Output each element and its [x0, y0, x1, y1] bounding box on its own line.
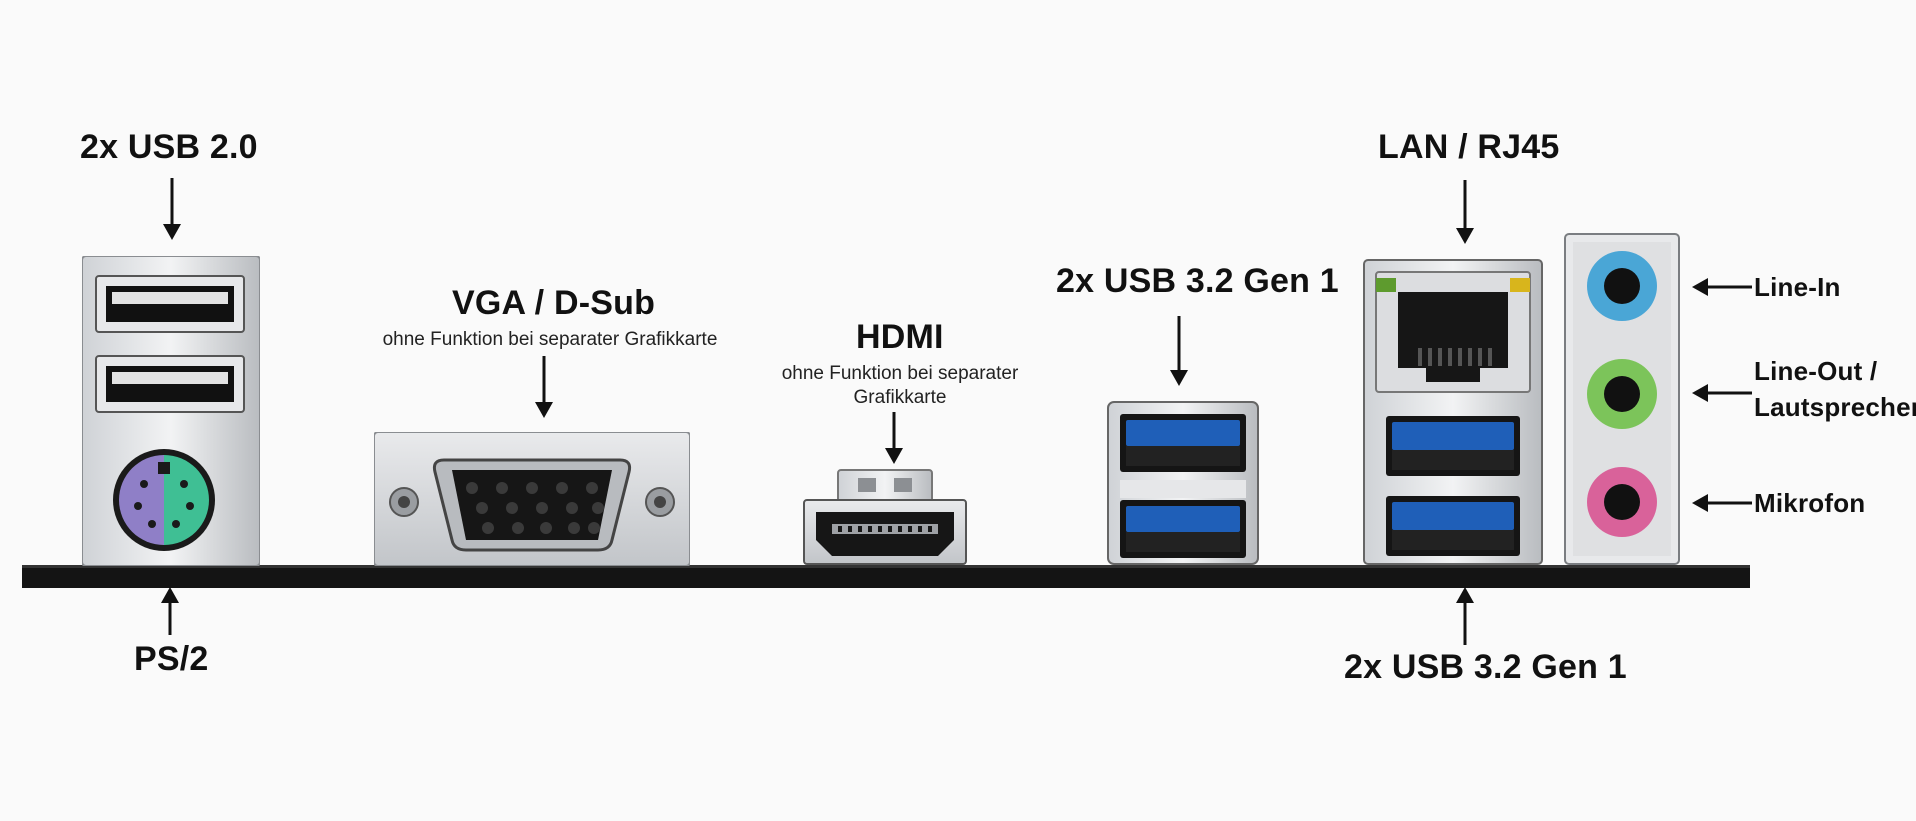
line-out-label-2: Lautsprecher [1754, 392, 1916, 422]
hdmi-subtitle-1: ohne Funktion bei separater [781, 363, 1019, 384]
rj45-port-icon [1375, 271, 1531, 393]
mic-arrow [1692, 494, 1752, 512]
audio-jack-icon [1587, 251, 1657, 321]
usb32-top-label: 2x USB 3.2 Gen 1 [1056, 262, 1339, 300]
usb32-bottom-arrow [1456, 587, 1474, 645]
usb20-ps2-stack [82, 256, 260, 566]
hdmi-arrow [885, 412, 903, 464]
usb32-top-arrow [1170, 316, 1188, 386]
vga-port-icon [374, 432, 690, 566]
audio-stack [1564, 233, 1680, 565]
hdmi-title: HDMI [856, 318, 944, 356]
lan-arrow [1456, 180, 1474, 244]
vga-arrow [535, 356, 553, 418]
ps2-arrow [161, 587, 179, 635]
board-edge [22, 565, 1750, 588]
vga-title: VGA / D-Sub [452, 284, 656, 322]
vga-subtitle: ohne Funktion bei separater Grafikkarte [382, 329, 718, 350]
usb32-stack-middle [1107, 401, 1259, 565]
usb-port-icon [1386, 416, 1520, 476]
usb20-arrow [163, 178, 181, 240]
usb-port-icon [1120, 500, 1246, 558]
lan-usb32-stack [1363, 259, 1543, 565]
mic-label: Mikrofon [1754, 488, 1866, 518]
usb-port-icon [95, 355, 245, 413]
usb-port-icon [95, 275, 245, 333]
ps2-label: PS/2 [134, 640, 209, 678]
line-out-label-1: Line-Out / [1754, 356, 1878, 386]
usb20-label: 2x USB 2.0 [80, 128, 258, 166]
usb-port-icon [1120, 414, 1246, 472]
audio-jack-icon [1587, 467, 1657, 537]
lan-label: LAN / RJ45 [1378, 128, 1560, 166]
line-in-arrow [1692, 278, 1752, 296]
ps2-port-icon [113, 449, 215, 551]
hdmi-subtitle-2: Grafikkarte [853, 387, 947, 408]
usb-port-icon [1386, 496, 1520, 556]
audio-jack-icon [1587, 359, 1657, 429]
hdmi-port-icon [803, 469, 967, 565]
line-in-label: Line-In [1754, 272, 1841, 302]
line-out-arrow [1692, 384, 1752, 402]
usb32-bottom-label: 2x USB 3.2 Gen 1 [1344, 648, 1627, 686]
